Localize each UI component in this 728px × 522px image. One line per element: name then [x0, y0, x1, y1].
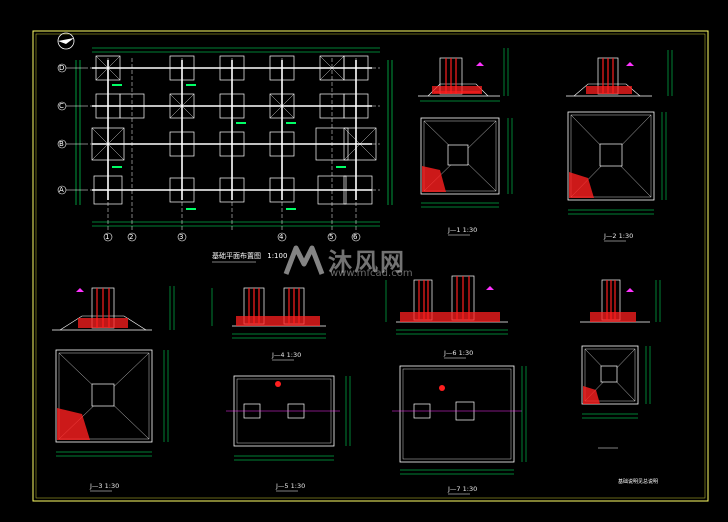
- detail-section-3: [52, 286, 175, 331]
- detail-title-j7: J—7 1:30: [448, 485, 478, 493]
- detail-section-4: [211, 287, 326, 339]
- detail-section-5: [385, 275, 508, 335]
- sheet-note: 基础说明见总说明: [618, 479, 659, 485]
- plan-scale: 1:100: [267, 252, 288, 260]
- mf-logo-icon: [283, 245, 325, 275]
- detail-title-j5: J—5 1:30: [276, 482, 306, 490]
- watermark-url: www.mfcad.com: [330, 268, 413, 279]
- detail-plan-5: [392, 365, 527, 475]
- detail-plan-3: [55, 349, 169, 457]
- col-axis-label: 2: [129, 233, 134, 241]
- row-axis-label: B: [59, 140, 64, 148]
- detail-title-j4: J—4 1:30: [272, 351, 302, 359]
- detail-title-j2: J—2 1:30: [604, 232, 634, 240]
- col-axis-label: 4: [279, 233, 284, 241]
- row-axis-label: C: [59, 102, 64, 110]
- watermark: 沐风网 www.mfcad.com: [282, 240, 452, 286]
- sheet-border: [32, 30, 709, 502]
- col-axis-label: 1: [105, 233, 110, 241]
- col-axis-label: 5: [329, 233, 334, 241]
- detail-title-j1: J—1 1:30: [448, 226, 478, 234]
- detail-plan-1: [420, 117, 513, 208]
- detail-section-6: [580, 279, 661, 323]
- col-axis-label: 3: [179, 233, 184, 241]
- sheet-border-inner: [35, 33, 706, 499]
- detail-plan-6: [581, 345, 651, 419]
- detail-plan-2: [567, 111, 667, 215]
- row-axis-label: D: [59, 64, 65, 72]
- watermark-logo-text: 沐风网: [328, 248, 406, 276]
- detail-section-2: [566, 50, 673, 97]
- foundation-plan: [57, 47, 393, 242]
- plan-title: 基础平面布置图 1:100: [212, 252, 288, 260]
- detail-title-j3: J—3 1:30: [90, 482, 120, 490]
- col-axis-label: 6: [353, 233, 358, 241]
- detail-section-1: [418, 48, 509, 102]
- detail-plan-4: [226, 375, 351, 461]
- detail-title-j6: J—6 1:30: [444, 349, 474, 357]
- north-arrow-icon: [57, 32, 75, 50]
- row-axis-label: A: [59, 186, 64, 194]
